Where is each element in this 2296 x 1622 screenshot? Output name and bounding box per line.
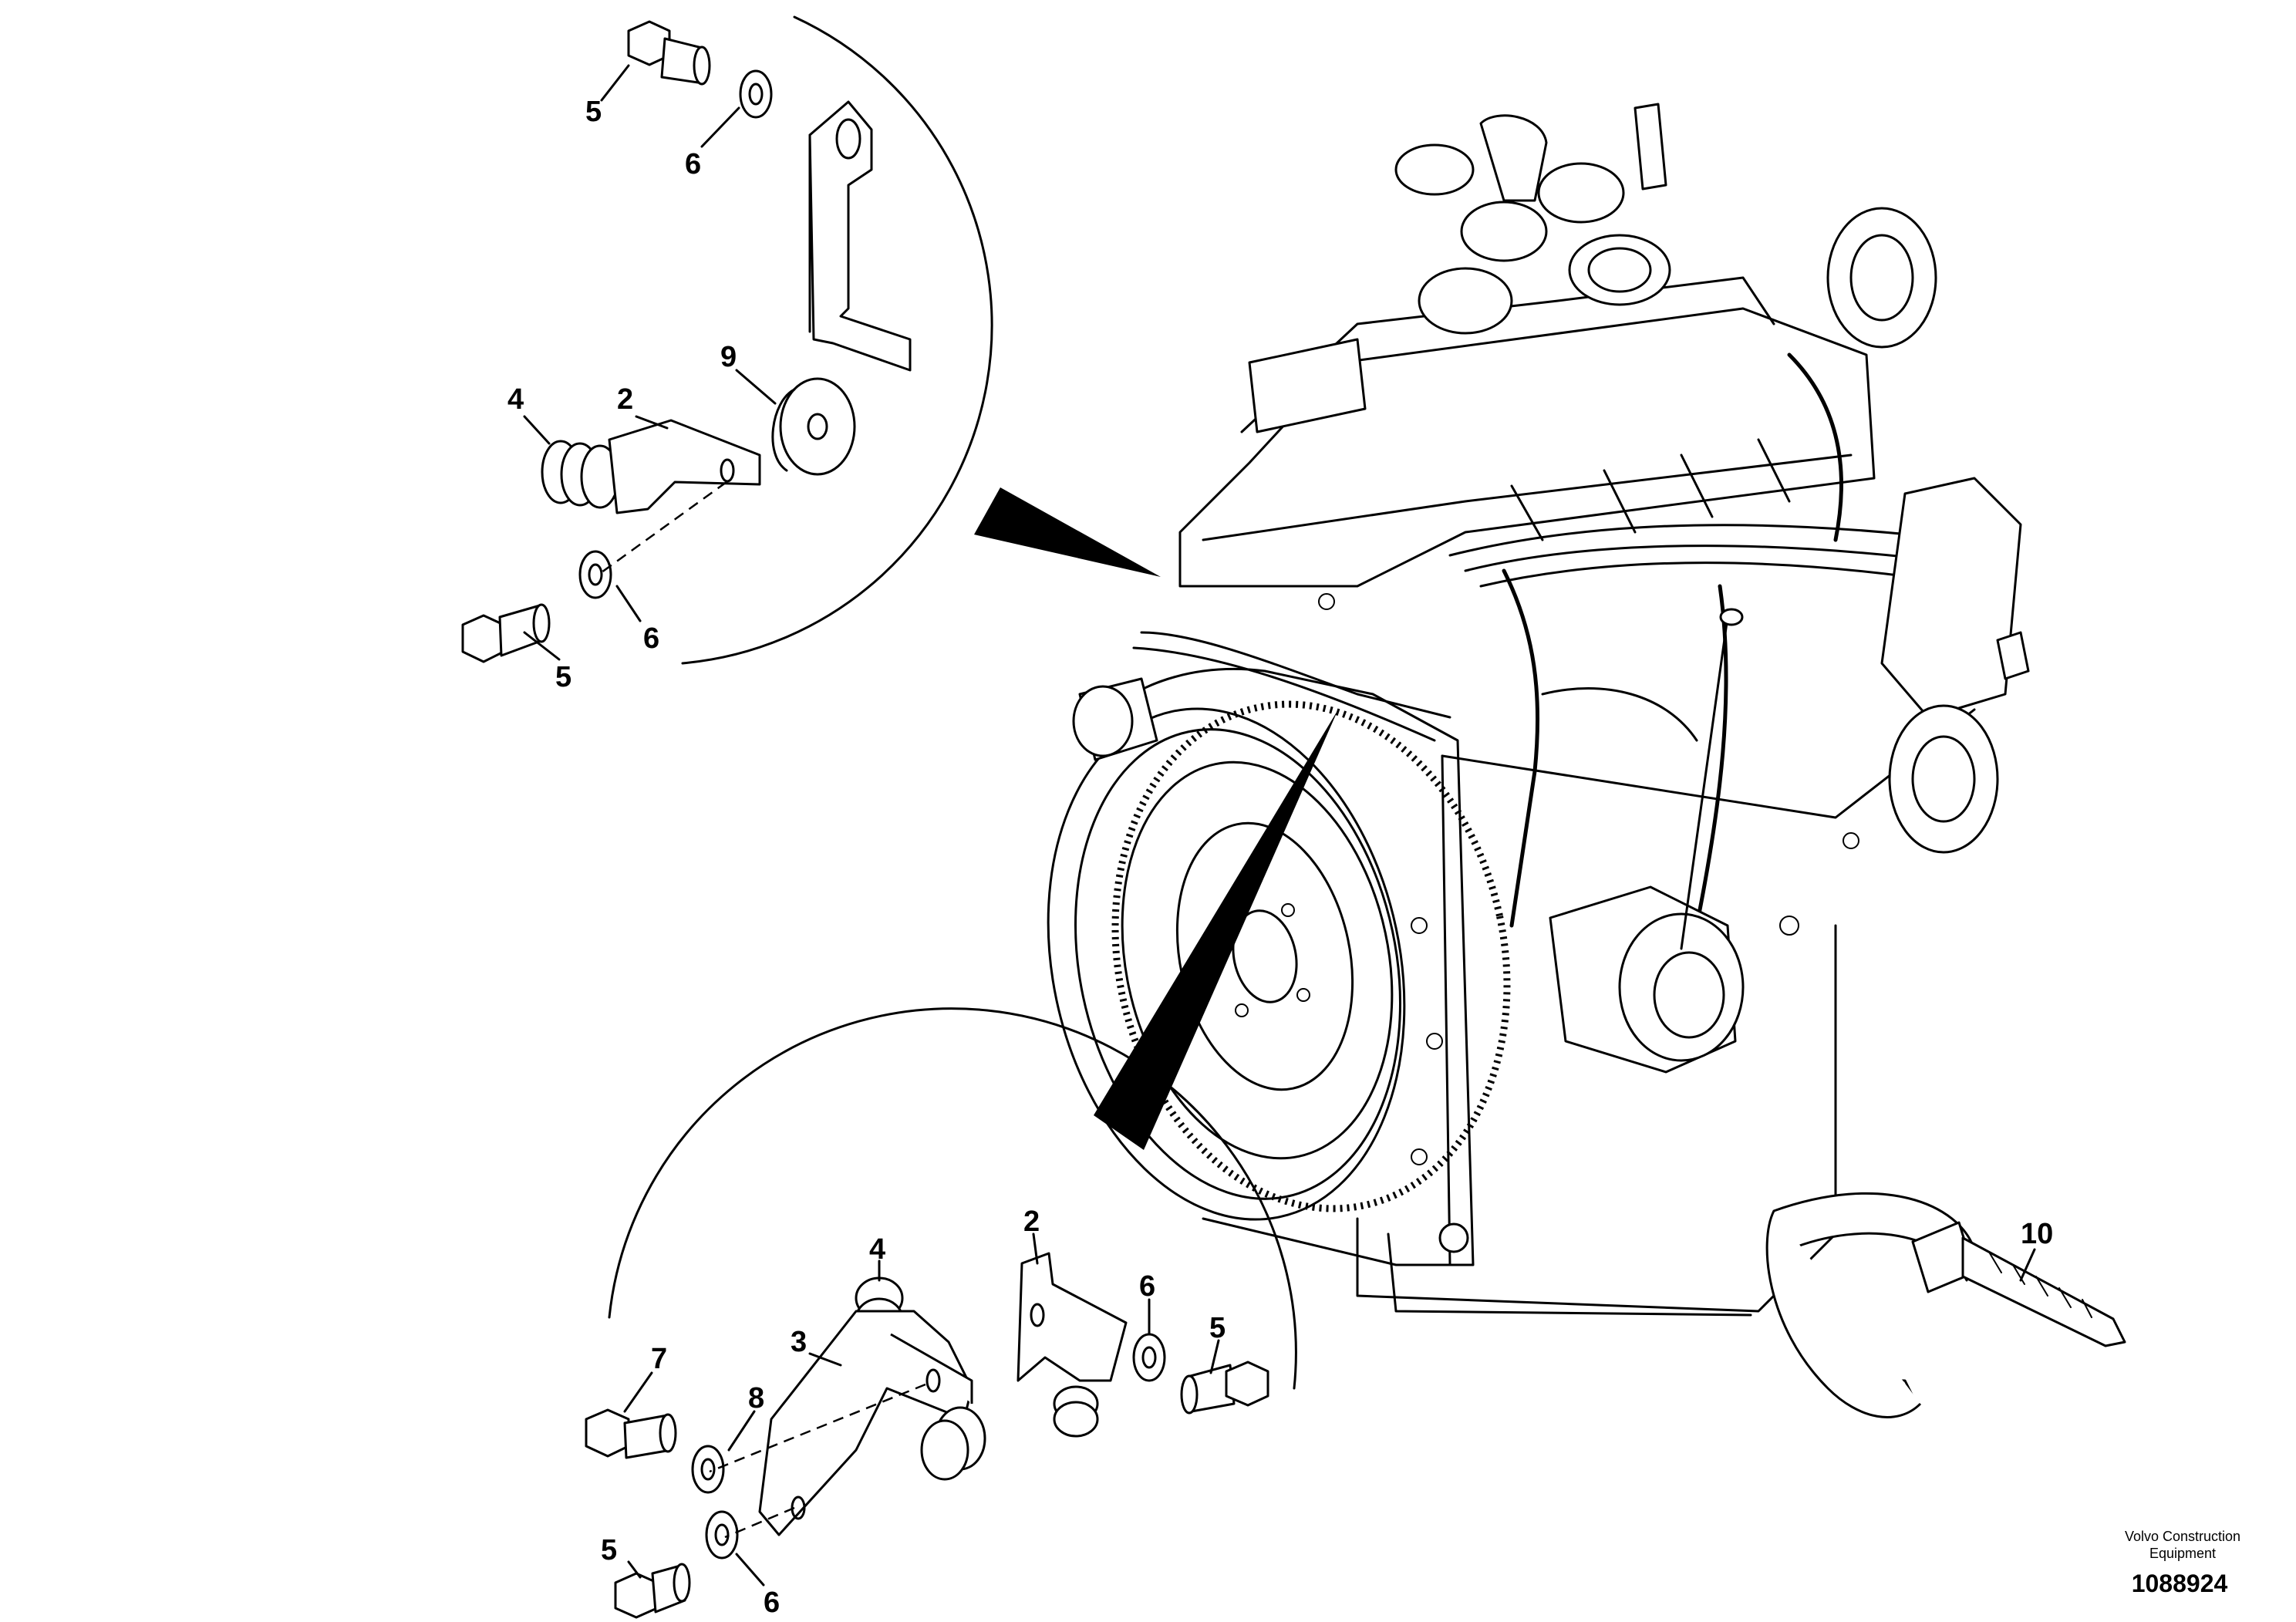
washer-top-upper bbox=[739, 69, 773, 119]
reference-number: 1088924 bbox=[2132, 1570, 2228, 1597]
grommet-clamp-top bbox=[541, 419, 761, 514]
bottom-detail-circle bbox=[608, 710, 1338, 1390]
callout-6-bottom-left: 6 bbox=[764, 1587, 780, 1619]
callout-5-bottom-left: 5 bbox=[601, 1534, 617, 1566]
bolt-bottom-right bbox=[1180, 1361, 1269, 1415]
callout-6-top-lower: 6 bbox=[643, 622, 659, 655]
callout-3: 3 bbox=[791, 1326, 807, 1358]
spacer-washer bbox=[771, 377, 856, 476]
washer-bottom-left-upper bbox=[691, 1445, 725, 1494]
bracket-top bbox=[808, 100, 912, 372]
cable-tie bbox=[1765, 1192, 2126, 1418]
callout-numbers: 5 6 9 4 2 6 5 2 4 6 5 7 3 8 5 6 10 bbox=[507, 96, 2053, 1619]
callout-10: 10 bbox=[2021, 1218, 2053, 1250]
callout-2-top: 2 bbox=[617, 383, 633, 416]
bolt-top-lower bbox=[461, 603, 551, 663]
washer-bottom-right bbox=[1132, 1333, 1166, 1382]
washer-bottom-left-lower bbox=[705, 1510, 739, 1560]
callout-2-bottom: 2 bbox=[1023, 1206, 1040, 1238]
callout-6-bottom-right: 6 bbox=[1139, 1270, 1155, 1303]
leader-lines bbox=[523, 64, 2036, 1587]
brand-line-2: Equipment bbox=[2149, 1546, 2216, 1561]
callout-5-top-upper: 5 bbox=[585, 96, 602, 128]
washer-top-lower bbox=[578, 550, 612, 599]
callout-5-bottom-right: 5 bbox=[1209, 1312, 1226, 1344]
callout-5-top-lower: 5 bbox=[555, 661, 571, 693]
bolt-bottom-left-lower bbox=[614, 1563, 691, 1619]
bolt-bottom-left-upper bbox=[585, 1408, 677, 1459]
brand-line-1: Volvo Construction bbox=[2125, 1529, 2240, 1544]
bolt-top-upper bbox=[627, 20, 711, 86]
callout-8: 8 bbox=[748, 1382, 764, 1415]
footer-branding: Volvo Construction Equipment 1088924 bbox=[2125, 1529, 2240, 1597]
callout-6-top-upper: 6 bbox=[685, 148, 701, 180]
callout-4-top: 4 bbox=[507, 383, 524, 416]
callout-4-bottom: 4 bbox=[869, 1233, 885, 1266]
engine-illustration bbox=[1047, 103, 2030, 1317]
callout-7: 7 bbox=[651, 1343, 667, 1375]
callout-9: 9 bbox=[720, 341, 737, 373]
top-detail-circle bbox=[681, 15, 1161, 665]
clamp-bottom bbox=[758, 1310, 986, 1536]
bracket-bottom-center bbox=[1017, 1252, 1128, 1438]
